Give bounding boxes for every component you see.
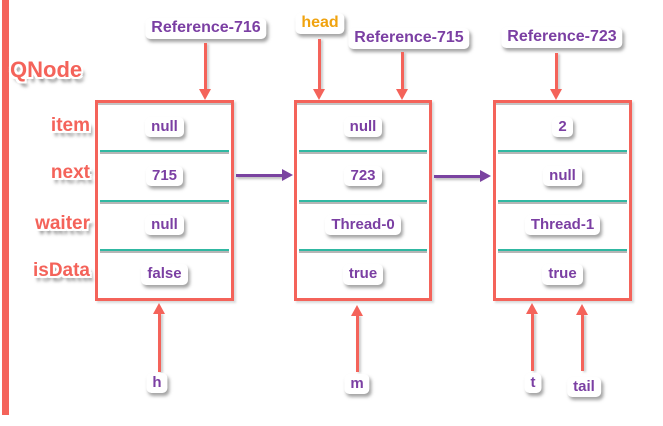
head-label: head — [295, 13, 345, 35]
node3-item-row: 2 — [496, 103, 629, 150]
node1-next-row: 715 — [98, 152, 231, 199]
left-accent-bar — [2, 0, 9, 415]
arrow-up-icon — [526, 303, 538, 314]
row-separator — [100, 248, 229, 251]
qnode-box-2: null 723 Thread-0 true — [294, 100, 432, 301]
arrow-up-icon — [153, 303, 165, 314]
field-label-isdata: isData — [32, 260, 90, 281]
node1-waiter-value: null — [145, 215, 184, 236]
field-label-item: item — [50, 115, 90, 136]
reference-723-arrow — [550, 53, 562, 100]
field-label-next: next — [50, 162, 90, 183]
node1-isdata-row: false — [98, 251, 231, 298]
arrow-up-icon — [576, 304, 588, 315]
field-label-waiter: waiter — [35, 213, 90, 234]
node1-item-row: null — [98, 103, 231, 150]
arrow-up-icon — [351, 305, 363, 316]
node3-isdata-row: true — [496, 251, 629, 298]
node2-next-value: 723 — [344, 165, 382, 186]
head-arrow — [313, 39, 325, 100]
reference-723-label: Reference-723 — [501, 27, 623, 49]
class-name-label: QNode — [10, 57, 83, 82]
t-label: t — [524, 373, 542, 394]
node3-next-row: null — [496, 152, 629, 199]
node2-waiter-value: Thread-0 — [325, 215, 401, 236]
next-pointer-arrow-1 — [236, 169, 293, 181]
row-separator — [100, 150, 229, 153]
reference-715-label: Reference-715 — [348, 28, 470, 50]
reference-716-arrow — [199, 43, 211, 100]
arrow-right-icon — [480, 170, 491, 182]
node3-waiter-row: Thread-1 — [496, 202, 629, 249]
row-separator — [498, 199, 627, 202]
row-separator — [299, 248, 427, 251]
reference-715-arrow — [396, 52, 408, 100]
qnode-box-3: 2 null Thread-1 true — [493, 100, 632, 301]
node2-item-value: null — [343, 116, 383, 137]
node3-next-value: null — [543, 165, 582, 186]
next-pointer-arrow-2 — [434, 170, 491, 182]
node3-item-value: 2 — [552, 116, 573, 137]
node2-next-row: 723 — [297, 152, 429, 199]
reference-716-label: Reference-716 — [145, 18, 267, 40]
node2-item-row: null — [297, 103, 429, 150]
node2-waiter-row: Thread-0 — [297, 202, 429, 249]
node3-isdata-value: true — [542, 264, 583, 285]
tail-arrow — [576, 304, 588, 371]
node1-item-value: null — [145, 116, 184, 137]
row-separator — [100, 199, 229, 202]
arrow-down-icon — [550, 89, 562, 100]
arrow-down-icon — [199, 89, 211, 100]
node1-next-value: 715 — [145, 165, 184, 186]
row-separator — [299, 150, 427, 153]
m-arrow — [351, 305, 363, 372]
row-separator — [299, 199, 427, 202]
h-arrow — [153, 303, 165, 372]
h-label: h — [146, 373, 168, 394]
node2-isdata-value: true — [342, 264, 384, 285]
arrow-down-icon — [313, 89, 325, 100]
node1-waiter-row: null — [98, 202, 231, 249]
row-separator — [498, 150, 627, 153]
node1-isdata-value: false — [141, 264, 188, 285]
m-label: m — [344, 374, 370, 395]
row-separator — [498, 248, 627, 251]
t-arrow — [526, 303, 538, 371]
node2-isdata-row: true — [297, 251, 429, 298]
tail-label: tail — [567, 377, 601, 398]
arrow-right-icon — [282, 169, 293, 181]
arrow-down-icon — [396, 89, 408, 100]
qnode-box-1: null 715 null false — [95, 100, 234, 301]
node3-waiter-value: Thread-1 — [524, 215, 601, 236]
